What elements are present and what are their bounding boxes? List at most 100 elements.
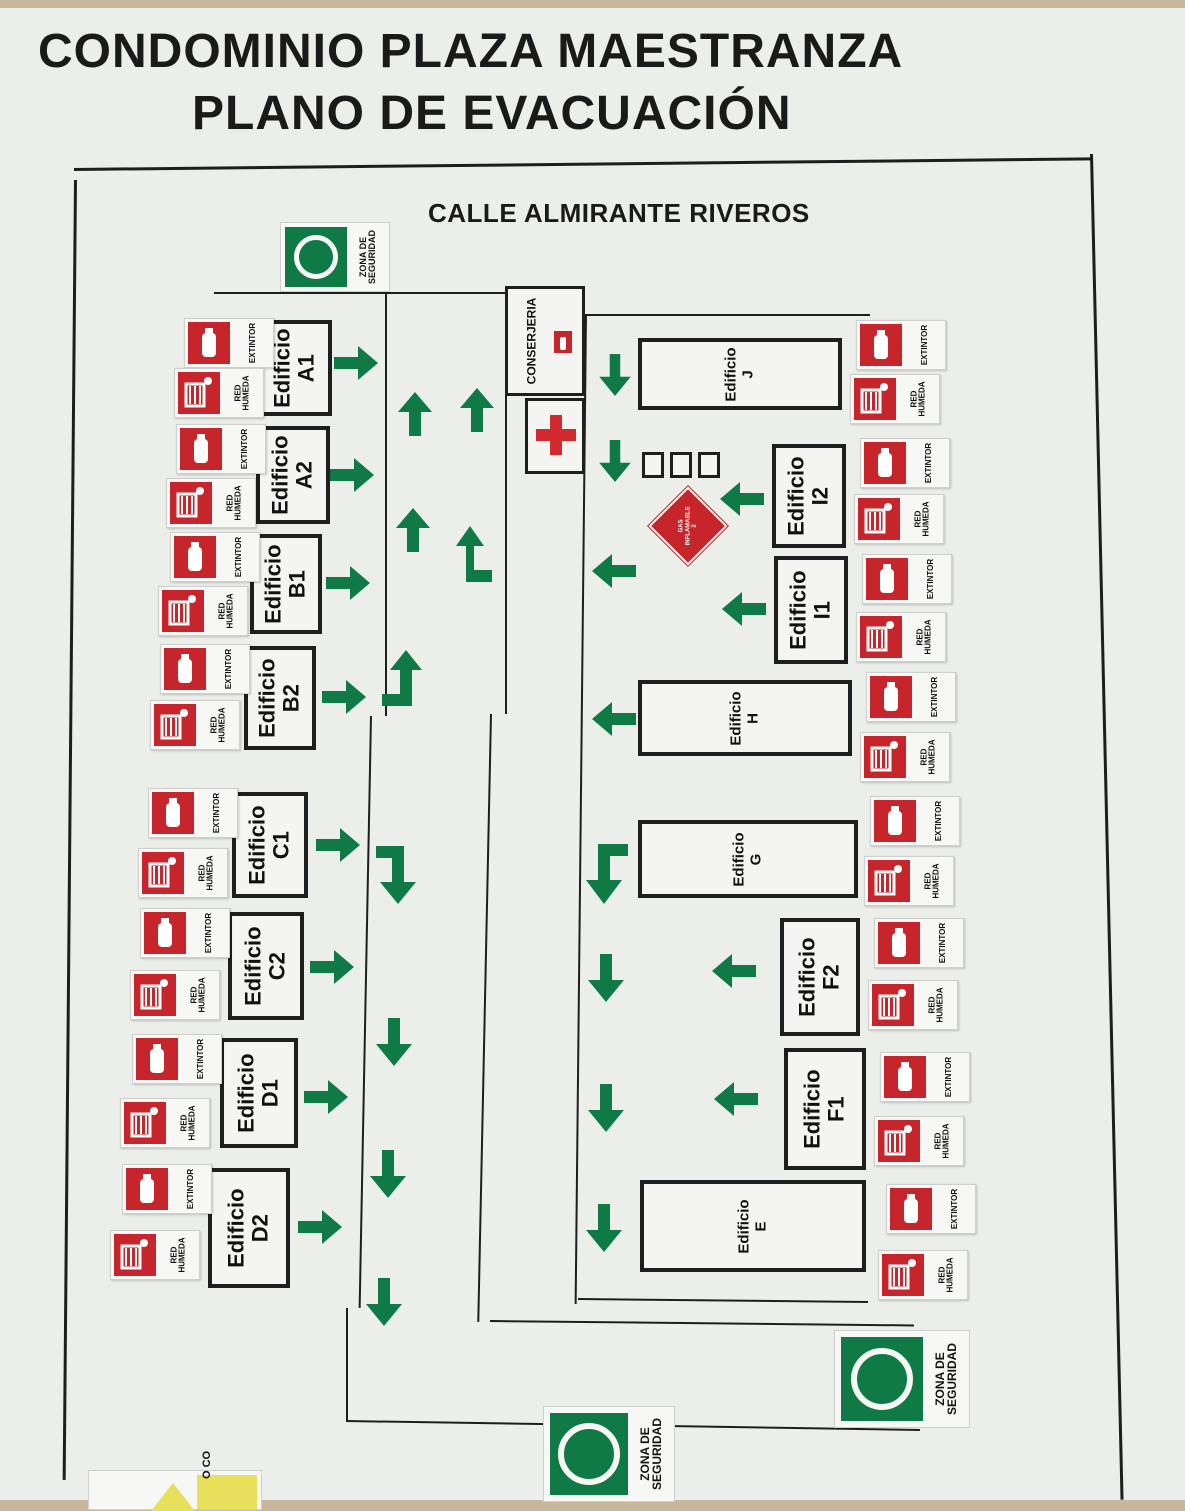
fire-hose-icon [860,616,902,658]
fire-hose-icon [170,482,212,524]
building-code: A1 [294,353,320,383]
extinguisher-sign: EXTINTOR [870,796,960,846]
extinguisher-sign: EXTINTOR [176,424,266,474]
evacuation-arrow-icon [599,354,631,396]
building-code: E [751,1220,769,1232]
extinguisher-sign: EXTINTOR [860,438,950,488]
gas-tank [670,452,692,478]
evacuation-arrow-icon [588,1084,624,1132]
building-code: I1 [810,600,836,620]
evacuation-arrow-icon [326,566,370,600]
building-code: D1 [258,1078,284,1108]
first-aid-cross-icon [536,415,576,455]
fire-hose-icon [854,378,896,420]
evacuation-arrow-icon [714,1082,758,1116]
extinguisher-sign: EXTINTOR [862,554,952,604]
street-label: CALLE ALMIRANTE RIVEROS [428,198,810,228]
road-top-left [214,292,506,294]
fire-extinguisher-icon [144,912,186,954]
fire-extinguisher-icon [874,800,916,842]
fire-extinguisher-icon [152,792,194,834]
evacuation-arrow-icon [322,680,366,714]
extinguisher-sign: EXTINTOR [856,320,946,370]
fire-hose-icon [114,1234,156,1276]
gas-label-1: GAS [678,519,685,533]
fire-hose-icon [124,1102,166,1144]
road-left-edge-lower [358,715,372,1308]
building-code: I2 [808,486,834,506]
building-code: H [743,712,761,724]
fire-extinguisher-icon [554,331,572,353]
extinguisher-sign: EXTINTOR [170,532,260,582]
evacuation-arrow-icon [376,846,416,904]
building-code: C2 [265,951,291,981]
evacuation-arrow-icon [304,1080,348,1114]
safety-zone-icon [550,1413,628,1495]
evacuation-arrow-icon [366,1278,402,1326]
evacuation-arrow-icon [310,950,354,984]
evacuation-arrow-icon [588,954,624,1002]
evacuation-board: CONDOMINIO PLAZA MAESTRANZA PLANO DE EVA… [0,8,1185,1511]
evacuation-arrow-icon [398,392,432,436]
first-aid-box [525,398,585,474]
road-top-right [585,314,870,316]
frame-left [62,179,77,1480]
building-code: B2 [279,683,305,713]
conserjeria-label: CONSERJERIA [524,297,538,385]
evacuation-arrow-icon [316,828,360,862]
evacuation-arrow-icon [370,1150,406,1198]
building-code: J [738,369,756,379]
extinguisher-sign: EXTINTOR [132,1034,222,1084]
extinguisher-sign: EXTINTOR [880,1052,970,1102]
fire-extinguisher-icon [860,324,902,366]
building-code: B1 [285,569,311,599]
extinguisher-sign: EXTINTOR [140,908,230,958]
zone-label-2: SEGURIDAD [367,229,378,285]
fire-hose-icon [864,736,906,778]
evacuation-arrow-icon [460,388,494,432]
road-center-bottom [489,1320,914,1327]
title-line-2: PLANO DE EVACUACIÓN [192,87,792,140]
fire-extinguisher-icon [866,558,908,600]
corner-text: O CO [201,1450,213,1479]
gas-label-3: 2 [691,524,698,528]
evacuation-arrow-icon [720,482,764,516]
evacuation-arrow-icon [592,554,636,588]
fire-hose-icon [162,590,204,632]
conserjeria-box: CONSERJERIA [505,286,585,396]
extinguisher-sign: EXTINTOR [122,1164,212,1214]
safety-zone-icon [285,227,347,287]
extinguisher-sign: EXTINTOR [874,918,964,968]
fire-extinguisher-icon [870,676,912,718]
road-left-bottom [346,1308,348,1420]
zone-label-2: SEGURIDAD [945,1342,960,1416]
fire-extinguisher-icon [126,1168,168,1210]
evacuation-arrow-icon [592,702,636,736]
building-code: F2 [819,964,845,990]
